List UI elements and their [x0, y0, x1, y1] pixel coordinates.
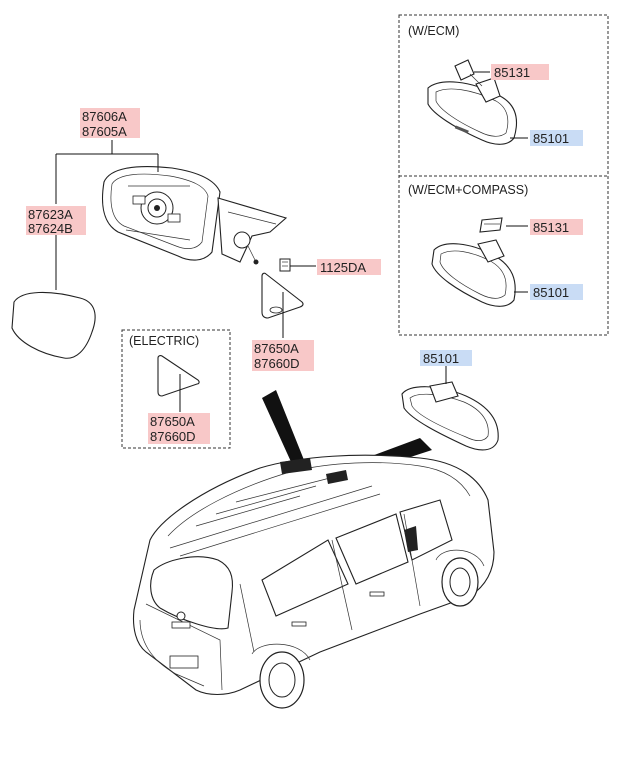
label-85131-compass: 85131 — [533, 220, 569, 235]
inside-rearview-mirror — [401, 366, 499, 451]
leader-lines — [55, 71, 528, 412]
electric-option-box: (ELECTRIC) — [121, 329, 231, 449]
ecm-compass-rearview-mirror — [431, 217, 516, 307]
label-87660D-right: 87660D — [254, 356, 300, 371]
mirror-glass — [11, 291, 96, 359]
label-85101-compass: 85101 — [533, 285, 569, 300]
ecm-caption: (W/ECM) — [408, 24, 459, 38]
ecm-compass-caption: (W/ECM+COMPASS) — [408, 183, 528, 197]
outside-mirror-assembly — [101, 165, 288, 265]
vehicle-illustration — [132, 454, 495, 709]
ecm-option-box: (W/ECM) (W/ECM+COMPASS) — [398, 14, 609, 336]
part-labels: 87606A 87605A 87623A 87624B 1125DA 87650… — [26, 64, 583, 444]
electric-caption: (ELECTRIC) — [129, 334, 199, 348]
label-87650A-electric: 87650A — [150, 414, 195, 429]
label-87624B: 87624B — [28, 221, 73, 236]
screw-1125DA — [279, 258, 316, 272]
label-87650A-right: 87650A — [254, 341, 299, 356]
label-85101-ecm: 85101 — [533, 131, 569, 146]
label-87605A: 87605A — [82, 124, 127, 139]
label-1125DA: 1125DA — [320, 260, 366, 275]
label-85101-vehicle: 85101 — [423, 351, 459, 366]
label-87623A: 87623A — [28, 207, 73, 222]
label-87606A: 87606A — [82, 109, 127, 124]
label-87660D-electric: 87660D — [150, 429, 196, 444]
label-85131-ecm: 85131 — [494, 65, 530, 80]
